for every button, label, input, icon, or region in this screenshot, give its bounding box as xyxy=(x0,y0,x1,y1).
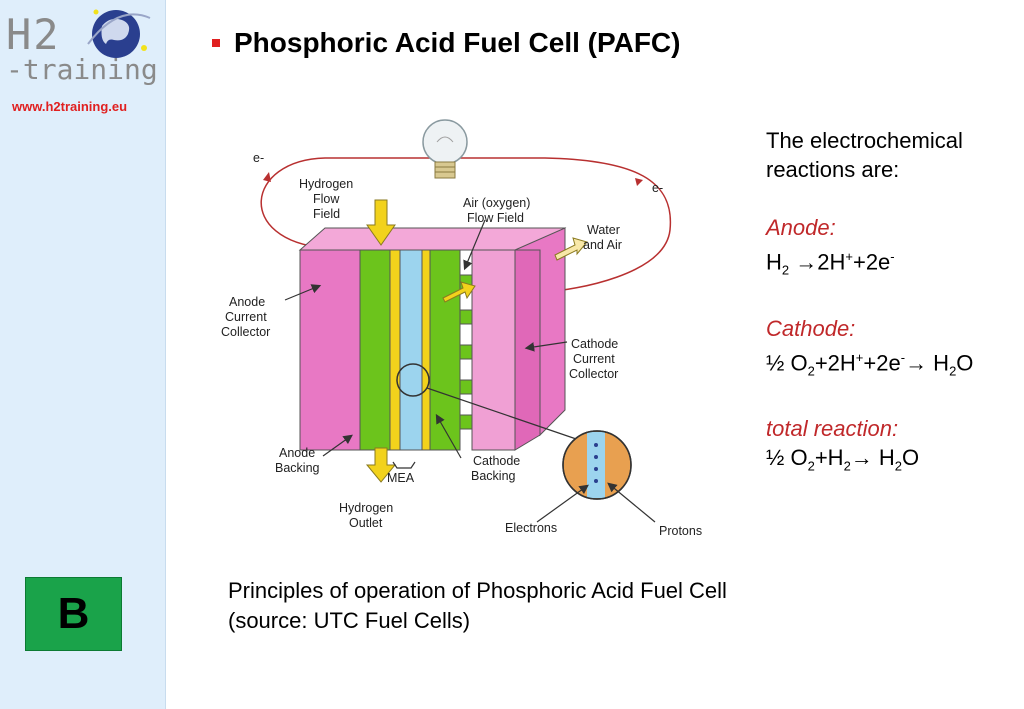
website-url[interactable]: www.h2training.eu xyxy=(12,99,128,114)
reactions-panel: The electrochemical reactions are: Anode… xyxy=(766,126,973,481)
cathode-label: Cathode: xyxy=(766,315,856,341)
cathode-current-collector xyxy=(471,249,516,451)
figure-caption: Principles of operation of Phosphoric Ac… xyxy=(228,576,727,636)
electrolyte-membrane xyxy=(399,249,423,451)
label-hydrogen-flow-field-2: Flow xyxy=(313,192,340,206)
label-air-flow-field: Air (oxygen) xyxy=(463,196,530,210)
sidebar: H2 -training www.h2training.eu B xyxy=(0,0,166,709)
label-hydrogen-outlet-2: Outlet xyxy=(349,516,383,530)
reactions-intro-1: The electrochemical xyxy=(766,128,963,153)
total-equation: ½ O2+H2→ H2O xyxy=(766,445,920,474)
electron-label-left: e- xyxy=(253,151,264,165)
label-cathode-current-collector-2: Current xyxy=(573,352,615,366)
globe-logo-icon xyxy=(78,4,158,69)
label-cathode-current-collector: Cathode xyxy=(571,337,618,351)
caption-line-1: Principles of operation of Phosphoric Ac… xyxy=(228,578,727,603)
logo-training-text: -training xyxy=(6,53,158,86)
label-anode-current-collector-3: Collector xyxy=(221,325,270,339)
label-air-flow-field-2: Flow Field xyxy=(467,211,524,225)
electron-label-right: e- xyxy=(652,181,663,195)
pafc-diagram: e- e- Hydrogen Flow Field Air (oxygen) F… xyxy=(215,110,735,555)
label-protons: Protons xyxy=(659,524,702,538)
reactions-intro-2: reactions are: xyxy=(766,157,900,182)
logo-h2-text: H2 xyxy=(6,10,61,59)
label-electrons: Electrons xyxy=(505,521,557,535)
label-water-and-air-2: and Air xyxy=(583,238,622,252)
label-cathode-backing: Cathode xyxy=(473,454,520,468)
label-hydrogen-flow-field: Hydrogen xyxy=(299,177,353,191)
total-reaction-label: total reaction: xyxy=(766,416,899,442)
label-hydrogen-outlet: Hydrogen xyxy=(339,501,393,515)
mea-detail-inset xyxy=(562,430,632,500)
anode-label: Anode: xyxy=(766,215,836,240)
anode-backing xyxy=(359,249,391,451)
label-water-and-air: Water xyxy=(587,223,620,237)
label-anode-backing-2: Backing xyxy=(275,461,320,475)
cathode-equation: ½ O2+2H++2e-→ H2O xyxy=(766,349,974,379)
caption-line-2: (source: UTC Fuel Cells) xyxy=(228,608,471,633)
circuit-wire xyxy=(260,157,672,293)
title-text: Phosphoric Acid Fuel Cell (PAFC) xyxy=(234,27,681,58)
anode-equation: H2 →2H++2e- xyxy=(766,249,895,278)
label-anode-current-collector: Anode xyxy=(229,295,265,309)
label-anode-backing: Anode xyxy=(279,446,315,460)
label-mea: MEA xyxy=(387,471,415,485)
label-anode-current-collector-2: Current xyxy=(225,310,267,324)
bullet-icon xyxy=(212,39,220,47)
label-cathode-current-collector-3: Collector xyxy=(569,367,618,381)
label-hydrogen-flow-field-3: Field xyxy=(313,207,340,221)
label-cathode-backing-2: Backing xyxy=(471,469,516,483)
light-bulb-icon xyxy=(422,119,468,179)
cathode-backing xyxy=(429,249,461,451)
slide-title: Phosphoric Acid Fuel Cell (PAFC) xyxy=(212,27,680,59)
anode-current-collector xyxy=(299,249,361,451)
section-badge: B xyxy=(25,577,122,651)
